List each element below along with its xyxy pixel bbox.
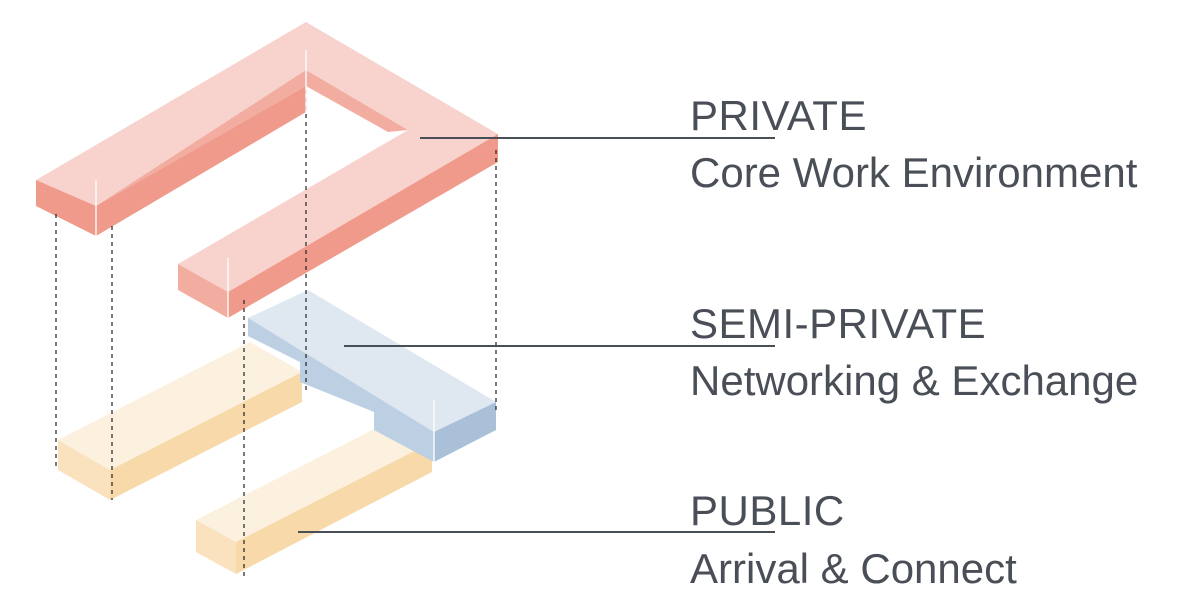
- corner-highlights: [95, 50, 435, 462]
- semi-side: [434, 402, 496, 462]
- public-bar-right-side: [236, 442, 432, 574]
- public-bar-right-front: [196, 520, 236, 574]
- semi-top: [248, 290, 496, 432]
- semi-private-zone-volume: [248, 290, 496, 462]
- private-zone-volume: [36, 22, 498, 318]
- private-left-arm-side: [96, 86, 306, 236]
- semi-front-left: [248, 318, 434, 462]
- leader-lines: [298, 137, 775, 533]
- semi-private-zone-subtitle: Networking & Exchange: [690, 357, 1139, 404]
- private-zone-subtitle: Core Work Environment: [690, 149, 1138, 196]
- public-zone-volumes: [58, 342, 432, 574]
- private-right-side: [228, 134, 498, 318]
- public-zone-subtitle: Arrival & Connect: [690, 545, 1017, 592]
- public-bar-left-top: [58, 342, 302, 470]
- semi-private-zone-title: SEMI-PRIVATE: [690, 300, 987, 347]
- private-left-end-face: [36, 180, 96, 236]
- public-bar-left-side: [110, 372, 302, 500]
- public-zone-title: PUBLIC: [690, 487, 845, 534]
- dashed-guides: [55, 90, 497, 580]
- private-bar-outer-top: [36, 22, 498, 292]
- public-bar-right-top: [196, 420, 432, 542]
- private-bottom-end-face: [178, 264, 228, 318]
- private-zone-title: PRIVATE: [690, 92, 867, 139]
- public-bar-left-front: [58, 440, 110, 500]
